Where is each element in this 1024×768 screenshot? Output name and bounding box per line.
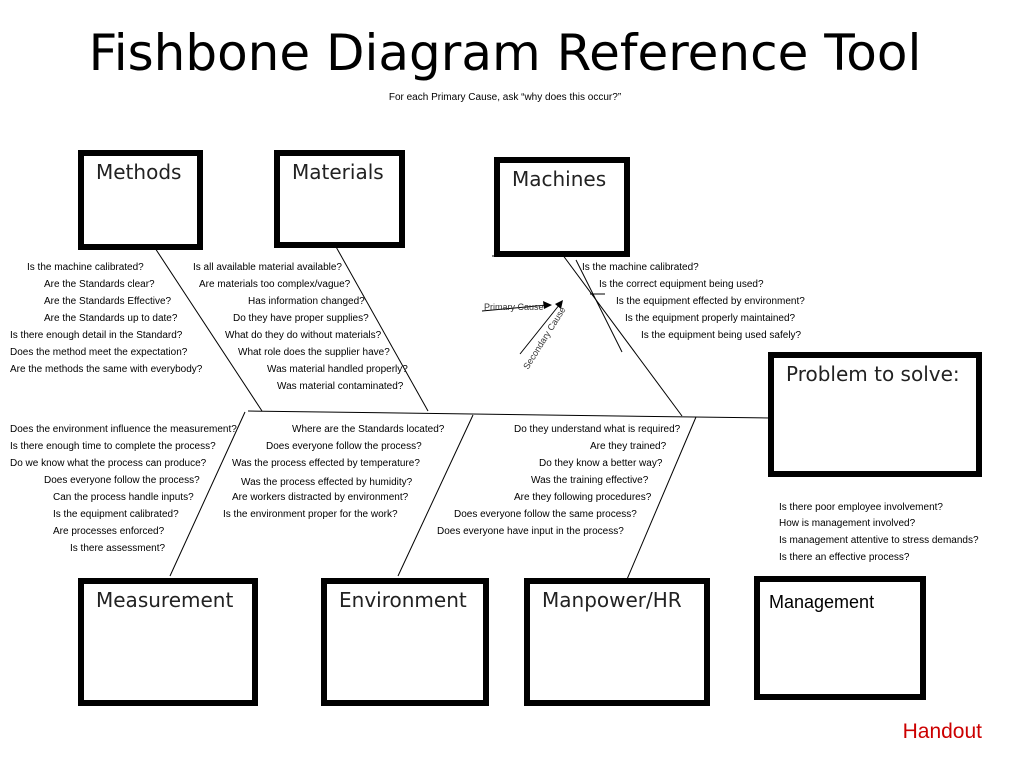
spine-line (247, 410, 771, 419)
machines-question: Is the correct equipment being used? (599, 279, 764, 290)
environment-question: Was the process effected by humidity? (241, 477, 413, 488)
methods-label: Methods (96, 160, 182, 184)
methods-question: Is there enough detail in the Standard? (10, 330, 183, 341)
machines-question: Is the machine calibrated? (582, 262, 699, 273)
measurement-box: Measurement (78, 578, 258, 706)
management-box: Management (754, 576, 926, 700)
measurement-question: Is the equipment calibrated? (53, 509, 179, 520)
materials-question: Are materials too complex/vague? (199, 279, 351, 290)
manpower-question: Are they following procedures? (514, 492, 652, 503)
environment-question: Was the process effected by temperature? (232, 458, 420, 469)
management-question: Is management attentive to stress demand… (779, 535, 979, 546)
measurement-question: Does everyone follow the process? (44, 475, 200, 486)
management-question: Is there poor employee involvement? (779, 502, 943, 513)
bone-methods (154, 247, 263, 412)
measurement-question: Is there enough time to complete the pro… (10, 441, 216, 452)
materials-question: What do they do without materials? (225, 330, 382, 341)
legend-secondary-label: Secondary Cause (521, 305, 567, 371)
environment-label: Environment (339, 588, 467, 612)
bone-materials (334, 244, 429, 412)
methods-question: Are the Standards clear? (44, 279, 155, 290)
environment-question: Is the environment proper for the work? (223, 509, 398, 520)
measurement-question: Do we know what the process can produce? (10, 458, 207, 469)
manpower-box: Manpower/HR (524, 578, 710, 706)
environment-question: Where are the Standards located? (292, 424, 445, 435)
methods-box: Methods (78, 150, 203, 250)
page-title: Fishbone Diagram Reference Tool (88, 24, 922, 82)
environment-box: Environment (321, 578, 489, 706)
manpower-question: Does everyone follow the same process? (454, 509, 637, 520)
manpower-question: Are they trained? (590, 441, 667, 452)
materials-question: Was material handled properly? (267, 364, 408, 375)
legend-primary-label: Primary Cause (484, 302, 544, 312)
legend-secondary-arrowhead (555, 300, 563, 309)
machines-label: Machines (512, 167, 607, 191)
management-question: Is there an effective process? (779, 552, 910, 563)
management-label: Management (769, 592, 875, 612)
environment-question: Are workers distracted by environment? (232, 492, 409, 503)
manpower-question: Was the training effective? (531, 475, 649, 486)
management-question: How is management involved? (779, 518, 916, 529)
manpower-label: Manpower/HR (542, 588, 682, 612)
measurement-label: Measurement (96, 588, 234, 612)
legend-primary-arrow (481, 304, 548, 312)
measurement-question: Can the process handle inputs? (53, 492, 194, 503)
manpower-question: Does everyone have input in the process? (437, 526, 624, 537)
materials-question: Do they have proper supplies? (233, 313, 369, 324)
machines-box: Machines (494, 157, 630, 257)
bone-manpower (624, 416, 697, 585)
problem-box: Problem to solve: (768, 352, 982, 477)
machines-question: Is the equipment being used safely? (641, 330, 802, 341)
materials-question: What role does the supplier have? (238, 347, 390, 358)
measurement-question: Does the environment influence the measu… (10, 424, 237, 435)
measurement-question: Is there assessment? (70, 543, 166, 554)
bone-environment (397, 414, 474, 577)
legend-secondary-arrow (519, 303, 561, 355)
materials-box: Materials (274, 150, 405, 248)
materials-label: Materials (292, 160, 384, 184)
machines-question: Is the equipment effected by environment… (616, 296, 805, 307)
handout-label: Handout (902, 720, 982, 743)
problem-label: Problem to solve: (786, 362, 960, 386)
machines-question: Is the equipment properly maintained? (625, 313, 796, 324)
manpower-question: Do they understand what is required? (514, 424, 681, 435)
measurement-question: Are processes enforced? (53, 526, 165, 537)
materials-question: Is all available material available? (193, 262, 342, 273)
methods-question: Are the methods the same with everybody? (10, 364, 203, 375)
manpower-question: Do they know a better way? (539, 458, 663, 469)
methods-question: Are the Standards Effective? (44, 296, 172, 307)
bone-measurement (169, 411, 246, 577)
bone-machines (561, 253, 683, 417)
methods-question: Are the Standards up to date? (44, 313, 178, 324)
methods-question: Does the method meet the expectation? (10, 347, 188, 358)
methods-question: Is the machine calibrated? (27, 262, 144, 273)
legend-primary-arrowhead (543, 301, 552, 309)
materials-question: Has information changed? (248, 296, 365, 307)
page-subtitle: For each Primary Cause, ask “why does th… (388, 92, 622, 103)
environment-question: Does everyone follow the process? (266, 441, 422, 452)
legend-primary-line (575, 259, 623, 353)
materials-question: Was material contaminated? (277, 381, 404, 392)
